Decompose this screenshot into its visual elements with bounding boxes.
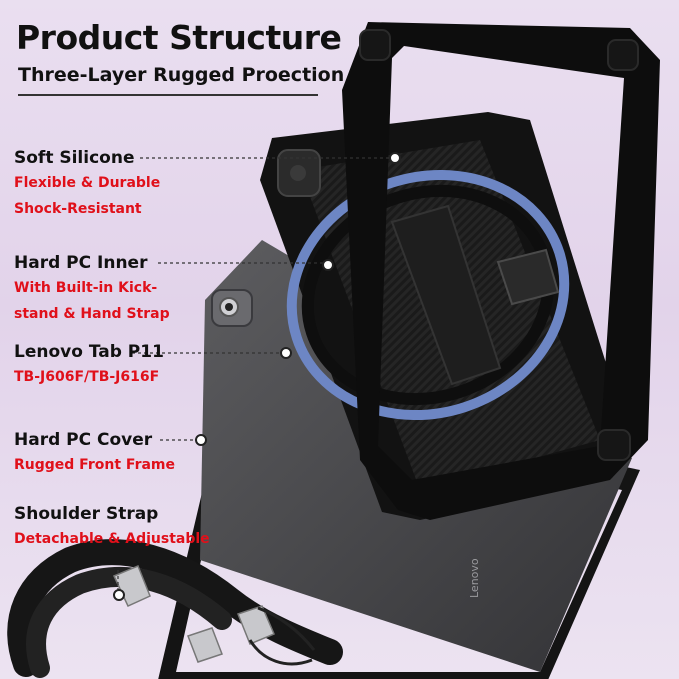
- callout-name: Lenovo Tab P11: [14, 342, 164, 362]
- inner-camera-cutout: [277, 149, 321, 197]
- page-title: Product Structure: [16, 18, 342, 57]
- callout-desc-line: TB-J606F/TB-J616F: [14, 369, 160, 385]
- kickstand: [496, 248, 560, 306]
- wrist-lanyard: [257, 606, 316, 651]
- callout-desc-line: stand & Hand Strap: [14, 306, 170, 322]
- callout-lenovo-tab: Lenovo Tab P11 TB-J606F/TB-J616F: [14, 342, 164, 388]
- soft-silicone-frame: [342, 22, 660, 520]
- shoulder-strap: [7, 539, 343, 678]
- tablet-camera: [211, 289, 253, 327]
- lenovo-logo: Lenovo: [468, 558, 481, 598]
- callout-desc-line: Shock-Resistant: [14, 201, 142, 217]
- callout-dots: [113, 152, 401, 601]
- callout-desc-line: Flexible & Durable: [14, 175, 161, 191]
- frame-bumpers: [359, 29, 639, 461]
- strap-metal-clips: [112, 565, 275, 663]
- callout-shoulder-strap: Shoulder Strap Detachable & Adjustable: [14, 504, 210, 550]
- callout-hard-pc-inner: Hard PC Inner With Built-in Kick- stand …: [14, 253, 170, 325]
- callout-desc-line: Rugged Front Frame: [14, 457, 176, 473]
- callout-name: Hard PC Cover: [14, 430, 153, 450]
- callout-desc-line: With Built-in Kick-: [14, 280, 158, 296]
- subtitle-underline: [18, 94, 318, 96]
- callout-desc-line: Detachable & Adjustable: [14, 531, 210, 547]
- callout-name: Hard PC Inner: [14, 253, 148, 273]
- callout-name: Shoulder Strap: [14, 504, 159, 524]
- wrist-lanyard: [248, 639, 313, 666]
- callout-name: Soft Silicone: [14, 148, 135, 168]
- callout-soft-silicone: Soft Silicone Flexible & Durable Shock-R…: [14, 148, 160, 220]
- callout-hard-pc-cover: Hard PC Cover Rugged Front Frame: [14, 430, 175, 476]
- page-subtitle: Three-Layer Rugged Proection: [18, 64, 345, 86]
- svg-text:Lenovo: Lenovo: [468, 558, 481, 598]
- hand-strap: [390, 204, 502, 386]
